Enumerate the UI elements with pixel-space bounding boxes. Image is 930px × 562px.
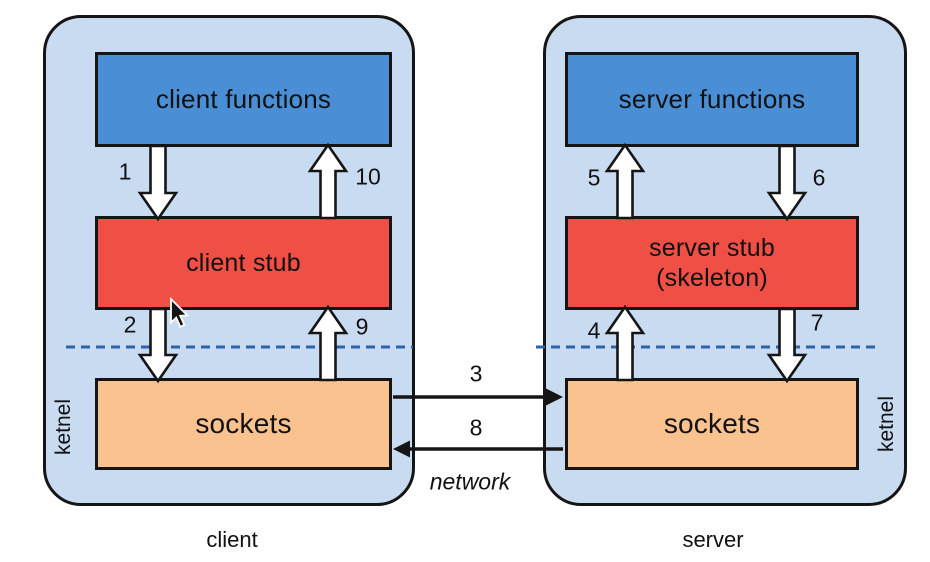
server-functions-box: server functions — [565, 52, 859, 147]
arrow-label-2: 2 — [123, 311, 137, 338]
server-sockets-label: sockets — [663, 408, 761, 439]
client-stub-label: client stub — [186, 249, 301, 277]
client-container-label: client — [206, 527, 258, 552]
client-functions-box: client functions — [95, 52, 392, 147]
client-functions-label: client functions — [155, 84, 332, 114]
server-sockets-box: sockets — [565, 378, 859, 470]
arrow-label-10: 10 — [355, 163, 381, 190]
arrow-label-7: 7 — [810, 309, 824, 336]
arrow-label-5: 5 — [587, 164, 601, 191]
server-stub-box: server stub (skeleton) — [565, 216, 859, 310]
server-stub-label-line2: (skeleton) — [656, 264, 768, 292]
arrow-label-6: 6 — [812, 164, 826, 191]
arrow-label-4: 4 — [587, 317, 601, 344]
client-kernel-label: ketnel — [52, 398, 75, 456]
client-sockets-label: sockets — [195, 408, 292, 439]
arrow-label-8: 8 — [469, 414, 483, 441]
arrow-label-1: 1 — [118, 158, 132, 185]
client-sockets-box: sockets — [95, 378, 392, 470]
server-kernel-label: ketnel — [875, 395, 898, 453]
arrow-label-9: 9 — [355, 313, 369, 340]
arrow-label-3: 3 — [469, 360, 483, 387]
server-container-label: server — [682, 527, 744, 552]
server-stub-label-line1: server stub — [649, 234, 775, 262]
network-label: network — [429, 468, 511, 495]
client-stub-box: client stub — [95, 216, 392, 310]
server-functions-label: server functions — [618, 84, 806, 114]
